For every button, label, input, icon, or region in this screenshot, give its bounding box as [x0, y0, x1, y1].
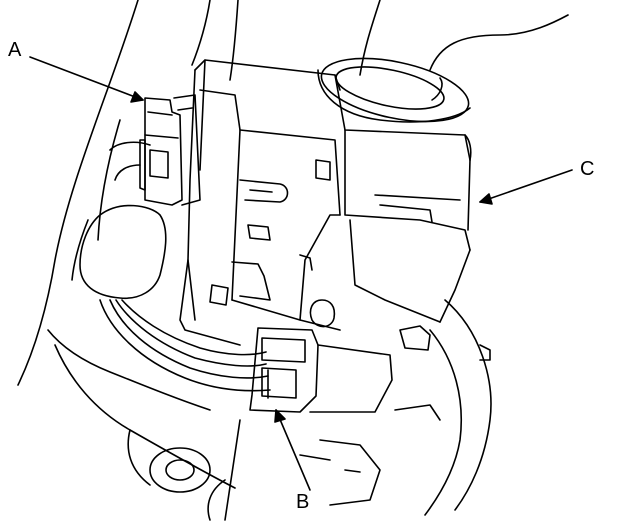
- steering-wheel-rim: [300, 300, 491, 515]
- switch-body: [180, 60, 471, 345]
- callout-label-a: A: [8, 39, 22, 61]
- lever-stalk: [316, 0, 568, 133]
- connector-a: [140, 95, 200, 205]
- connector-b: [250, 328, 392, 412]
- leader-lines: [30, 57, 572, 490]
- column-hub: [48, 330, 240, 520]
- wire-harness: [72, 142, 270, 390]
- callout-label-c: C: [580, 158, 595, 180]
- callout-label-b: B: [296, 491, 310, 513]
- steering-column-outline: [18, 0, 238, 385]
